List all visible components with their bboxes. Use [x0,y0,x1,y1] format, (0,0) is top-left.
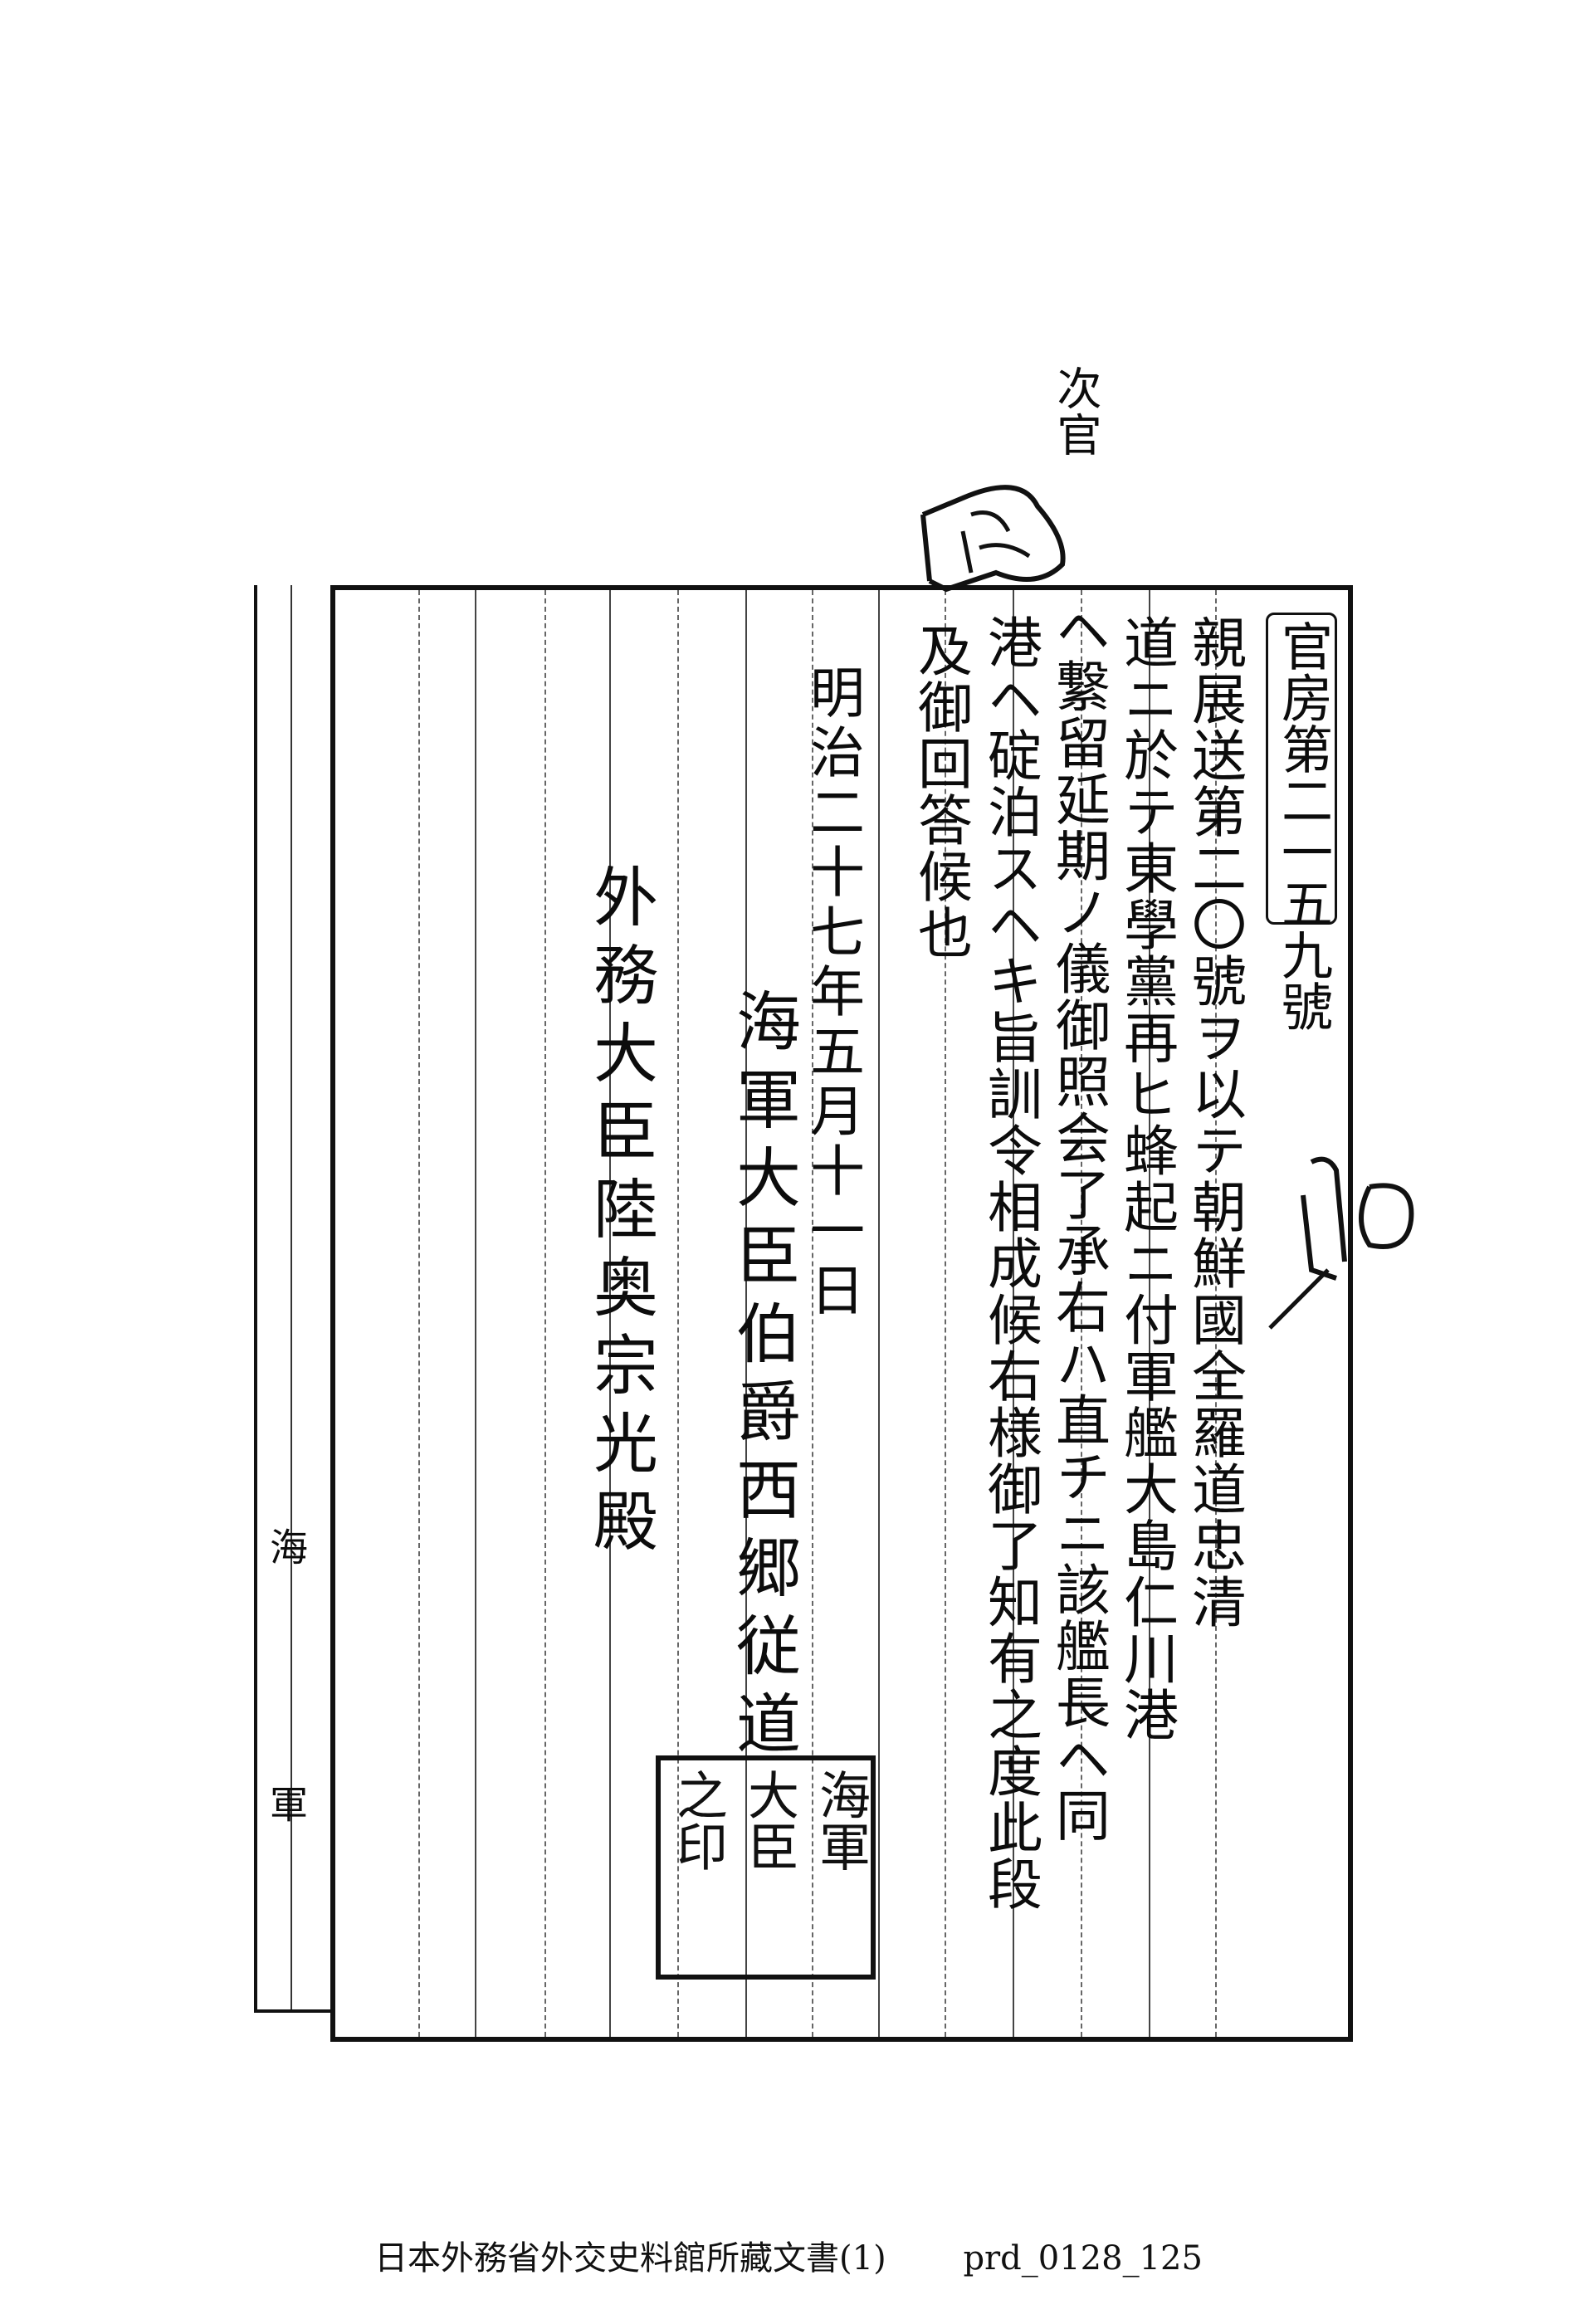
column-rule [1081,590,1082,2037]
body-line-4: 港ヘ碇泊スヘキ旨訓令相成候右様御了知有之度此段 [979,614,1042,1912]
column-rule [1215,590,1217,2037]
column-rule [745,590,747,2037]
reference-number-tab: 官房第二一五九號 [1266,613,1337,1032]
ruled-sheet [330,585,1353,2042]
margin-note-text: 次官 [1049,365,1101,458]
body-line-5: 及御回答候也 [909,622,973,961]
stamp-text-2: 大臣 [739,1769,799,1872]
side-label-char-1: 海 [264,1527,309,1565]
column-rule [812,590,813,2037]
column-rule [1013,590,1014,2037]
reference-number: 官房第二一五九號 [1272,620,1333,1032]
side-seal-mark [1268,1156,1414,1330]
initial-seal-mark [920,485,1066,593]
column-rule [677,590,679,2037]
body-line-2: 道ニ於テ東學黨再ヒ蜂起ニ付軍艦大島仁川港 [1115,614,1179,1743]
column-rule [945,590,946,2037]
recipient-name: 外務大臣陸奥宗光殿 [583,863,657,1565]
stamp-text-3: 之印 [667,1769,728,1872]
column-rule [609,590,611,2037]
side-label-char-2: 軍 [264,1784,309,1823]
margin-rule [290,585,292,2009]
left-margin-strip [254,585,330,2013]
column-rule [475,590,476,2037]
body-line-1: 親展送第二〇號ヲ以テ朝鮮國全羅道忠清 [1183,614,1247,1630]
column-rule [418,590,420,2037]
document-date: 明治二十七年五月十一日 [801,664,865,1321]
collection-name: 日本外務省外交史料館所藏文書(1) [374,2239,886,2278]
column-rule [1149,590,1150,2037]
body-line-3: ヘ繋留延期ノ儀御照会了承右ハ直チニ該艦長ヘ同 [1047,602,1111,1843]
column-rule [878,590,880,2037]
document-id: prd_0128_125 [963,2239,1203,2278]
column-rule [544,590,546,2037]
page-footer: 日本外務省外交史料館所藏文書(1) prd_0128_125 [0,2231,1577,2279]
stamp-text-1: 海軍 [810,1769,871,1872]
sender-signature: 海軍大臣伯爵西郷従道 [725,988,800,1768]
official-seal-stamp: 海軍 大臣 之印 [656,1755,876,1980]
